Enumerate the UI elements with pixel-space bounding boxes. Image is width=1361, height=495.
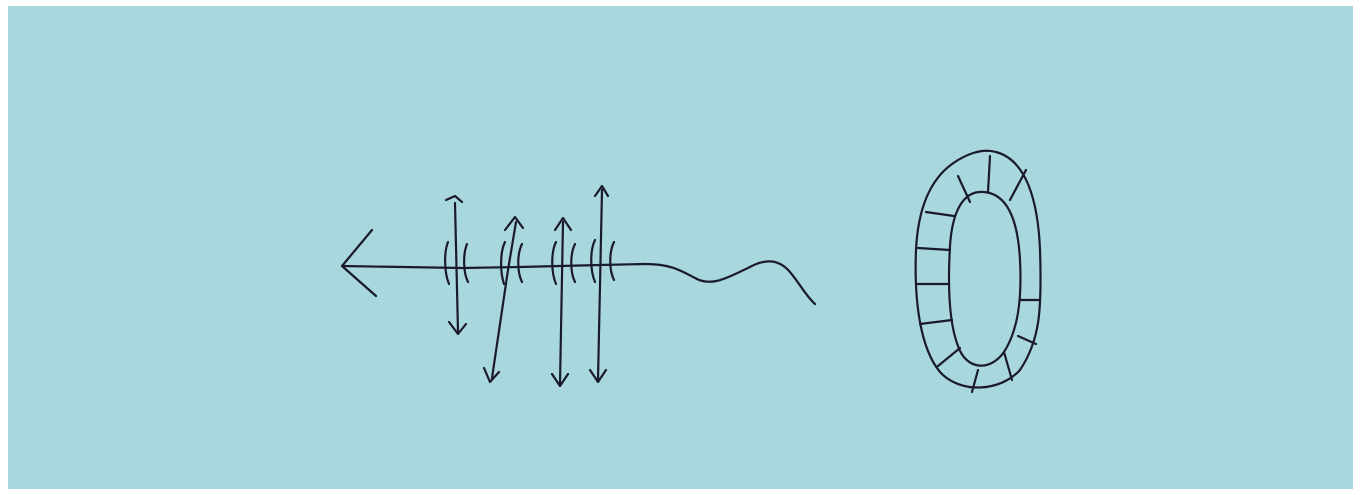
panel-background <box>8 6 1353 489</box>
light-blue-panel <box>8 6 1353 489</box>
